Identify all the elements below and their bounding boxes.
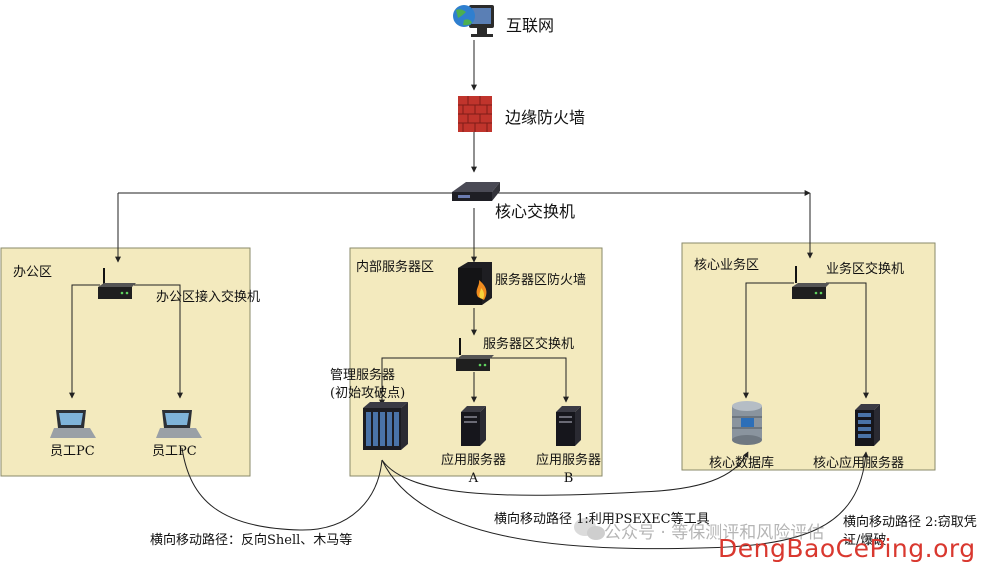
internet-globe-icon	[453, 5, 494, 37]
business-switch-label: 业务区交换机	[826, 262, 905, 277]
management-server-label: 管理服务器(初始攻破点)	[330, 368, 406, 401]
core-app-server-icon	[855, 404, 880, 446]
core-database-label: 核心数据库	[709, 456, 775, 471]
laptop-icon	[50, 410, 96, 438]
wechat-icon	[574, 518, 605, 540]
lateral-path-reverse-shell-label: 横向移动路径：反向Shell、木马等	[150, 533, 353, 548]
top-links	[115, 40, 813, 263]
app-server-b-icon	[556, 406, 581, 446]
watermark-account: 公众号 · 等保测评和风险评估	[604, 523, 825, 543]
zone-office	[0, 247, 251, 477]
employee-pc-1-label: 员工PC	[50, 444, 95, 459]
app-server-a-label: 应用服务器A	[441, 453, 507, 486]
core-app-server-label: 核心应用服务器	[813, 456, 905, 471]
internal-links	[379, 308, 569, 406]
business-switch-icon	[792, 266, 830, 299]
office-zone-title: 办公区	[13, 265, 53, 280]
database-icon	[732, 401, 762, 445]
lateral-path-1-label: 横向移动路径 1:利用PSEXEC等工具	[494, 512, 710, 527]
app-server-a-icon	[461, 406, 486, 446]
server-switch-icon	[456, 338, 494, 371]
lateral-paths	[181, 447, 869, 550]
office-links	[69, 284, 183, 399]
core-switch-icon	[452, 182, 500, 201]
core-links	[743, 282, 869, 399]
lateral-path-2-label: 横向移动路径 2:窃取凭证/爆破	[843, 515, 977, 548]
core-zone-title: 核心业务区	[694, 258, 760, 273]
zone-core-business	[681, 242, 936, 471]
laptop-icon	[156, 410, 202, 438]
server-switch-label: 服务器区交换机	[483, 337, 575, 352]
internal-zone-title: 内部服务器区	[356, 260, 435, 275]
watermark-site: DengBaoCePing.org	[718, 534, 976, 563]
core-switch-label: 核心交换机	[495, 202, 576, 221]
edge-firewall-label: 边缘防火墙	[505, 108, 586, 127]
app-server-b-label: 应用服务器B	[536, 453, 602, 486]
brick-firewall-icon	[458, 96, 492, 132]
office-access-switch-icon	[98, 268, 136, 299]
employee-pc-2-label: 员工PC	[152, 444, 197, 459]
management-server-rack-icon	[363, 402, 408, 450]
server-firewall-label: 服务器区防火墙	[495, 273, 587, 288]
office-access-switch-label: 办公区接入交换机	[156, 290, 261, 305]
server-firewall-icon	[458, 262, 492, 305]
internet-label: 互联网	[506, 16, 555, 35]
